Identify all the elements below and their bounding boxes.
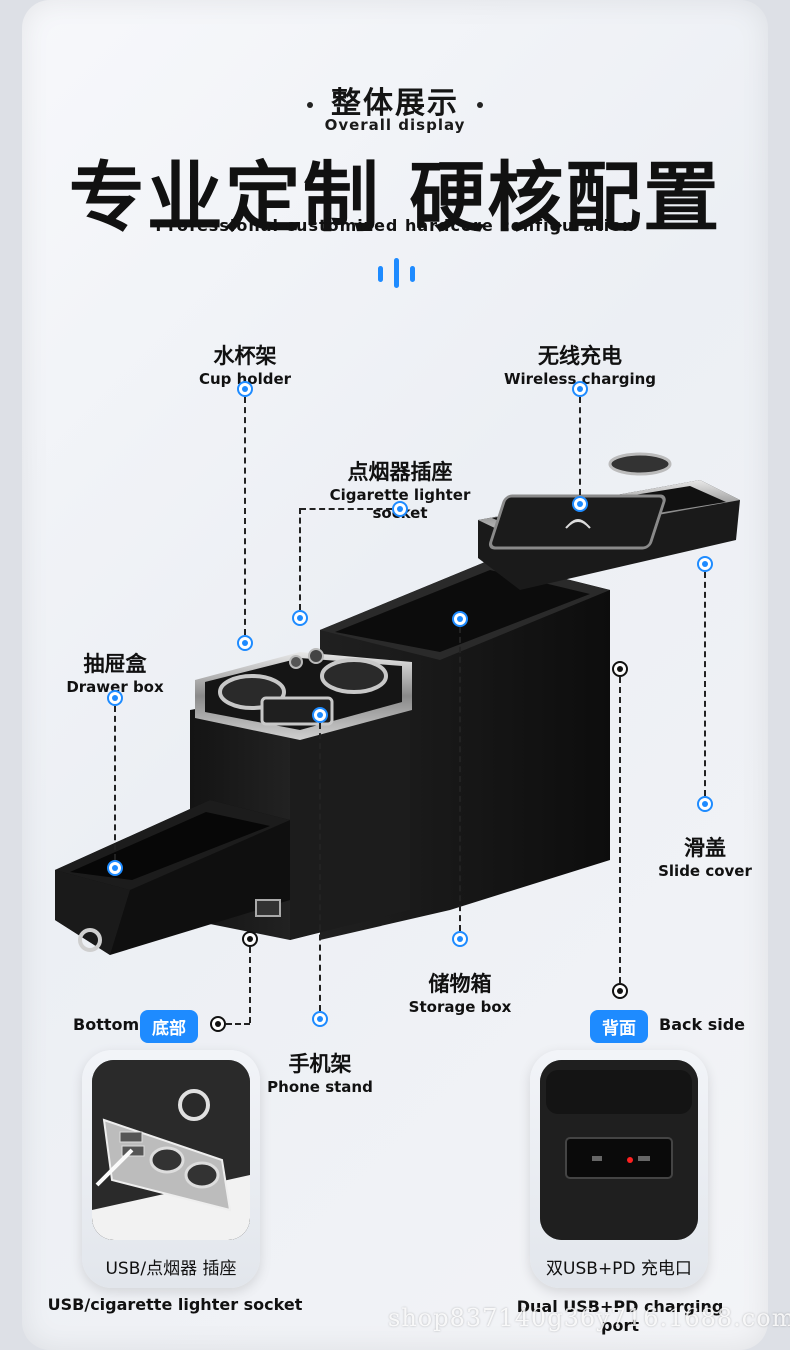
black-dot-icon [242, 931, 258, 947]
blue-dot-icon [697, 556, 713, 572]
leader-line [459, 627, 461, 931]
bars-icon [378, 258, 415, 288]
blue-dot-icon [292, 610, 308, 626]
blue-dot-icon [452, 931, 468, 947]
leader-line [300, 508, 392, 510]
callout-phone-stand-en: Phone stand [267, 1078, 373, 1096]
blue-dot-icon [237, 635, 253, 651]
leader-line [579, 397, 581, 495]
callout-drawer-box-cn: 抽屉盒 [83, 652, 147, 676]
blue-dot-icon [452, 611, 468, 627]
headline-english: Professional customized hardcore configu… [155, 216, 635, 235]
bottom-detail-caption: USB/点烟器 插座 [105, 1259, 237, 1279]
watermark: shop837140g36y716.1688.com [388, 1304, 790, 1332]
blue-dot-icon [312, 1011, 328, 1027]
leader-line [114, 706, 116, 860]
callout-wireless-charging-cn: 无线充电 [538, 344, 622, 368]
bottom-detail-image [92, 1060, 250, 1240]
blue-dot-icon [237, 381, 253, 397]
callout-slide-cover-en: Slide cover [658, 862, 752, 880]
back-label: Back side [659, 1015, 745, 1034]
section-title-text: 整体展示 [331, 86, 459, 121]
callout-cigarette-socket-cn: 点烟器插座 [347, 460, 453, 484]
back-badge: 背面 [590, 1010, 648, 1043]
callout-storage-box-cn: 储物箱 [428, 972, 492, 996]
callout-slide-cover: 滑盖 Slide cover [650, 832, 760, 880]
blue-dot-icon [392, 501, 408, 517]
blue-dot-icon [107, 690, 123, 706]
leader-line [299, 508, 301, 610]
callout-phone-stand-cn: 手机架 [288, 1052, 352, 1076]
bullet-dot-icon [307, 101, 313, 108]
bullet-dot-icon [477, 101, 483, 108]
leader-line [704, 572, 706, 796]
callout-drawer-box: 抽屉盒 Drawer box [55, 648, 175, 696]
black-dot-icon [210, 1016, 226, 1032]
callout-cigarette-socket: 点烟器插座 Cigarette lighter socket [300, 456, 500, 522]
leader-line [319, 723, 321, 1011]
wireless-charge-icon [565, 519, 591, 529]
bottom-detail-caption-en: USB/cigarette lighter socket [47, 1295, 303, 1314]
back-detail-caption: 双USB+PD 充电口 [546, 1259, 692, 1279]
back-detail-image [540, 1060, 698, 1240]
leader-line [226, 1023, 250, 1025]
callout-storage-box-en: Storage box [408, 998, 512, 1016]
section-subtitle: Overall display [324, 116, 466, 134]
blue-dot-icon [312, 707, 328, 723]
callout-phone-stand: 手机架 Phone stand [250, 1048, 390, 1096]
callout-slide-cover-cn: 滑盖 [684, 836, 726, 860]
blue-dot-icon [572, 381, 588, 397]
callout-cup-holder: 水杯架 Cup holder [185, 340, 305, 388]
bottom-badge: 底部 [140, 1010, 198, 1043]
callout-cup-holder-cn: 水杯架 [213, 344, 277, 368]
blue-dot-icon [107, 860, 123, 876]
headline: 专业定制 硬核配置 [68, 153, 722, 242]
back-detail-frame: 双USB+PD 充电口 [530, 1050, 708, 1288]
blue-dot-icon [572, 496, 588, 512]
section-title: 整体展示 [0, 78, 790, 122]
bottom-detail-frame: USB/点烟器 插座 [82, 1050, 260, 1288]
callout-storage-box: 储物箱 Storage box [390, 968, 530, 1016]
callout-wireless-charging-en: Wireless charging [503, 370, 657, 388]
callout-cup-holder-en: Cup holder [198, 370, 292, 388]
callout-wireless-charging: 无线充电 Wireless charging [500, 340, 660, 388]
black-dot-icon [612, 661, 628, 677]
leader-line [619, 677, 621, 983]
blue-dot-icon [697, 796, 713, 812]
back-detail-caption-en: Dual USB+PD charging port [516, 1297, 724, 1335]
black-dot-icon [612, 983, 628, 999]
leader-line [249, 947, 251, 1023]
callout-drawer-box-en: Drawer box [66, 678, 164, 696]
leader-line [244, 397, 246, 635]
bottom-label: Bottom [73, 1015, 140, 1034]
